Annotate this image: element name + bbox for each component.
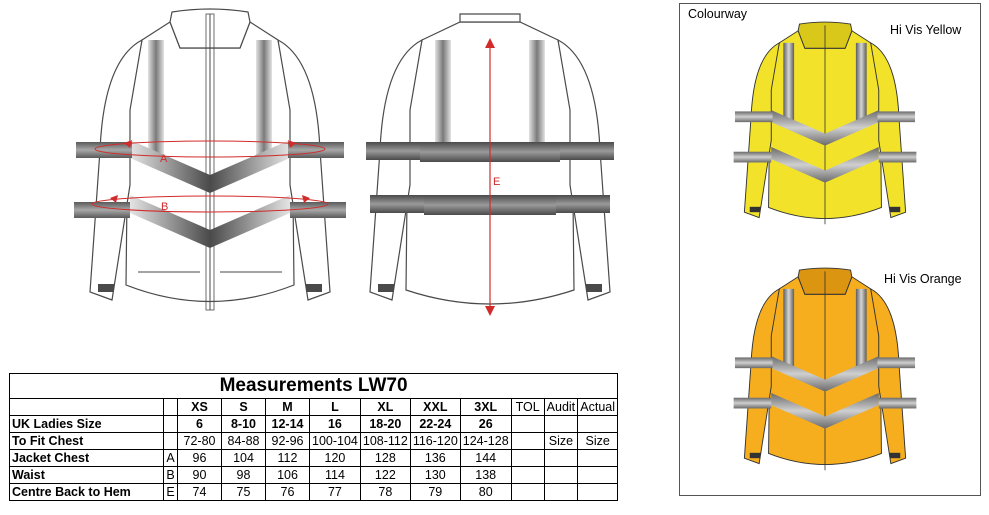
header-blank <box>9 398 164 416</box>
row-label: Waist <box>9 466 164 484</box>
row-value: 144 <box>459 449 512 467</box>
row-value: 116-120 <box>409 432 461 450</box>
row-value: 78 <box>359 483 411 501</box>
jacket-yellow-swatch <box>733 21 917 225</box>
row-value: 124-128 <box>459 432 512 450</box>
row-tol <box>510 483 545 501</box>
row-value: 80 <box>459 483 512 501</box>
extra-header: Audit <box>543 398 579 416</box>
row-value: 18-20 <box>359 415 411 433</box>
row-value: 22-24 <box>409 415 461 433</box>
size-header: 3XL <box>459 398 512 416</box>
jacket-front-view: A B <box>74 8 346 311</box>
row-value: 26 <box>459 415 512 433</box>
row-value: 136 <box>409 449 461 467</box>
row-actual <box>577 415 619 433</box>
row-value: 72-80 <box>177 432 222 450</box>
measure-label-e: E <box>493 176 500 188</box>
row-value: 90 <box>177 466 222 484</box>
table-title: Measurements LW70 <box>8 373 619 399</box>
row-value: 77 <box>309 483 361 501</box>
row-audit <box>543 466 579 484</box>
row-label: Centre Back to Hem <box>9 483 164 501</box>
row-label: Jacket Chest <box>9 449 164 467</box>
measure-label-a: A <box>160 153 168 165</box>
row-actual <box>577 466 619 484</box>
measure-label-b: B <box>161 201 168 213</box>
size-header: S <box>221 398 266 416</box>
row-value: 104 <box>221 449 266 467</box>
row-value: 74 <box>177 483 222 501</box>
row-value: 8-10 <box>221 415 266 433</box>
colourway-panel: Colourway Hi Vis Yellow Hi Vis Orange <box>679 3 981 496</box>
jacket-orange-swatch <box>733 267 917 471</box>
row-value: 84-88 <box>221 432 266 450</box>
row-tol <box>510 415 545 433</box>
row-audit <box>543 449 579 467</box>
row-code <box>163 415 178 433</box>
row-tol <box>510 432 545 450</box>
row-value: 128 <box>359 449 411 467</box>
row-value: 6 <box>177 415 222 433</box>
row-value: 120 <box>309 449 361 467</box>
row-value: 16 <box>309 415 361 433</box>
row-code: E <box>163 483 178 501</box>
row-actual <box>577 483 619 501</box>
colourway-orange-label: Hi Vis Orange <box>884 272 962 286</box>
row-value: 75 <box>221 483 266 501</box>
row-audit <box>543 415 579 433</box>
colourway-yellow-label: Hi Vis Yellow <box>890 23 962 37</box>
row-actual: Size <box>577 432 619 450</box>
row-value: 79 <box>409 483 461 501</box>
size-header: M <box>265 398 310 416</box>
row-value: 114 <box>309 466 361 484</box>
row-audit: Size <box>543 432 579 450</box>
row-value: 76 <box>265 483 310 501</box>
row-tol <box>510 466 545 484</box>
row-value: 106 <box>265 466 310 484</box>
size-header: XS <box>177 398 222 416</box>
row-value: 108-112 <box>359 432 411 450</box>
extra-header: TOL <box>510 398 545 416</box>
extra-header: Actual <box>577 398 619 416</box>
row-value: 122 <box>359 466 411 484</box>
row-value: 12-14 <box>265 415 310 433</box>
row-value: 96 <box>177 449 222 467</box>
row-audit <box>543 483 579 501</box>
row-tol <box>510 449 545 467</box>
colourway-title: Colourway <box>688 7 748 21</box>
header-blank <box>163 398 178 416</box>
jacket-back-view: E <box>366 13 614 316</box>
row-label: UK Ladies Size <box>9 415 164 433</box>
row-value: 92-96 <box>265 432 310 450</box>
row-value: 112 <box>265 449 310 467</box>
row-code <box>163 432 178 450</box>
row-actual <box>577 449 619 467</box>
row-code: A <box>163 449 178 467</box>
size-header: XXL <box>409 398 461 416</box>
row-value: 138 <box>459 466 512 484</box>
row-value: 98 <box>221 466 266 484</box>
size-header: XL <box>359 398 411 416</box>
row-code: B <box>163 466 178 484</box>
size-header: L <box>309 398 361 416</box>
row-value: 100-104 <box>309 432 361 450</box>
row-label: To Fit Chest <box>9 432 164 450</box>
row-value: 130 <box>409 466 461 484</box>
